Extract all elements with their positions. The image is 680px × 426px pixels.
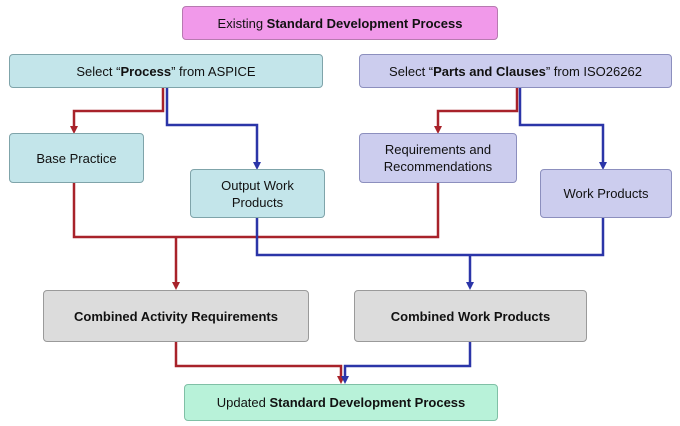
iso-parts-clauses-label: Select “Parts and Clauses” from ISO26262 [389,63,642,79]
combined-activity-requirements-box: Combined Activity Requirements [43,290,309,342]
existing-process-label: Existing Standard Development Process [217,15,463,31]
work-products-box: Work Products [540,169,672,218]
arrow-aspice-to-base [70,88,165,134]
arrow-aspice-to-output [165,88,261,170]
aspice-process-label: Select “Process” from ASPICE [76,63,256,79]
updated-process-label: Updated Standard Development Process [216,395,466,410]
line-output-to-merge [255,218,605,257]
arrow-combined-activity-to-updated [174,342,345,384]
combined-work-products-box: Combined Work Products [354,290,587,342]
base-practice-box: Base Practice [9,133,144,183]
combined-work-products-label: Combined Work Products [390,308,551,324]
existing-process-box: Existing Standard Development Process [182,6,498,40]
iso-parts-clauses-box: Select “Parts and Clauses” from ISO26262 [359,54,672,88]
base-practice-label: Base Practice [36,150,117,166]
combined-activity-requirements-label: Combined Activity Requirements [74,308,278,324]
aspice-process-box: Select “Process” from ASPICE [9,54,323,88]
arrow-iso-to-req [434,88,519,134]
arrow-iso-to-wp [518,88,607,170]
updated-process-box: Updated Standard Development Process [184,384,498,421]
arrow-combined-wp-to-updated [341,342,472,384]
work-products-label: Work Products [563,186,649,201]
